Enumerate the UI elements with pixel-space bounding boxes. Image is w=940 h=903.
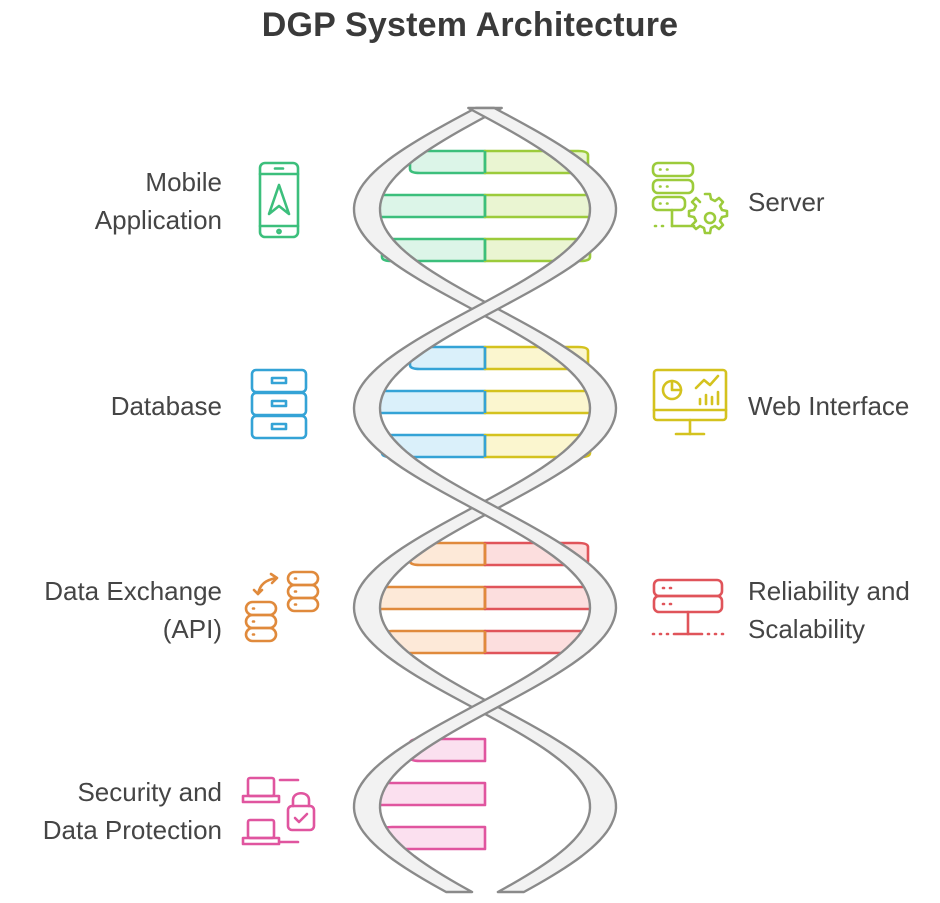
server-network-icon: [651, 578, 725, 636]
label-security: Security and Data Protection: [42, 777, 222, 845]
label-server: Server: [748, 187, 825, 217]
database-cabinet-icon: [250, 368, 308, 440]
rung-right-4: [483, 389, 602, 415]
data-exchange-icon: [244, 570, 320, 643]
smartphone-icon: [258, 161, 300, 239]
label-mobile-application: Mobile Application: [94, 167, 222, 235]
rung-left-10: [370, 781, 487, 807]
rung-left-4: [370, 389, 487, 415]
rung-left-1: [370, 193, 487, 219]
monitor-chart-icon: [652, 368, 728, 436]
label-database: Database: [110, 391, 222, 421]
rung-right-7: [483, 585, 602, 611]
laptop-lock-icon: [241, 776, 316, 846]
diagram-title: DGP System Architecture: [261, 6, 679, 44]
label-reliability: Reliability and Scalability: [748, 576, 910, 644]
label-web-interface: Web Interface: [748, 391, 910, 421]
helix-strand-a: [352, 106, 618, 894]
helix-strands: [352, 106, 618, 894]
label-data-exchange: Data Exchange (API): [44, 576, 222, 644]
rung-right-1: [483, 193, 602, 219]
helix-strand-b: [352, 106, 618, 894]
server-gear-icon: [651, 161, 729, 235]
rung-left-7: [370, 585, 487, 611]
